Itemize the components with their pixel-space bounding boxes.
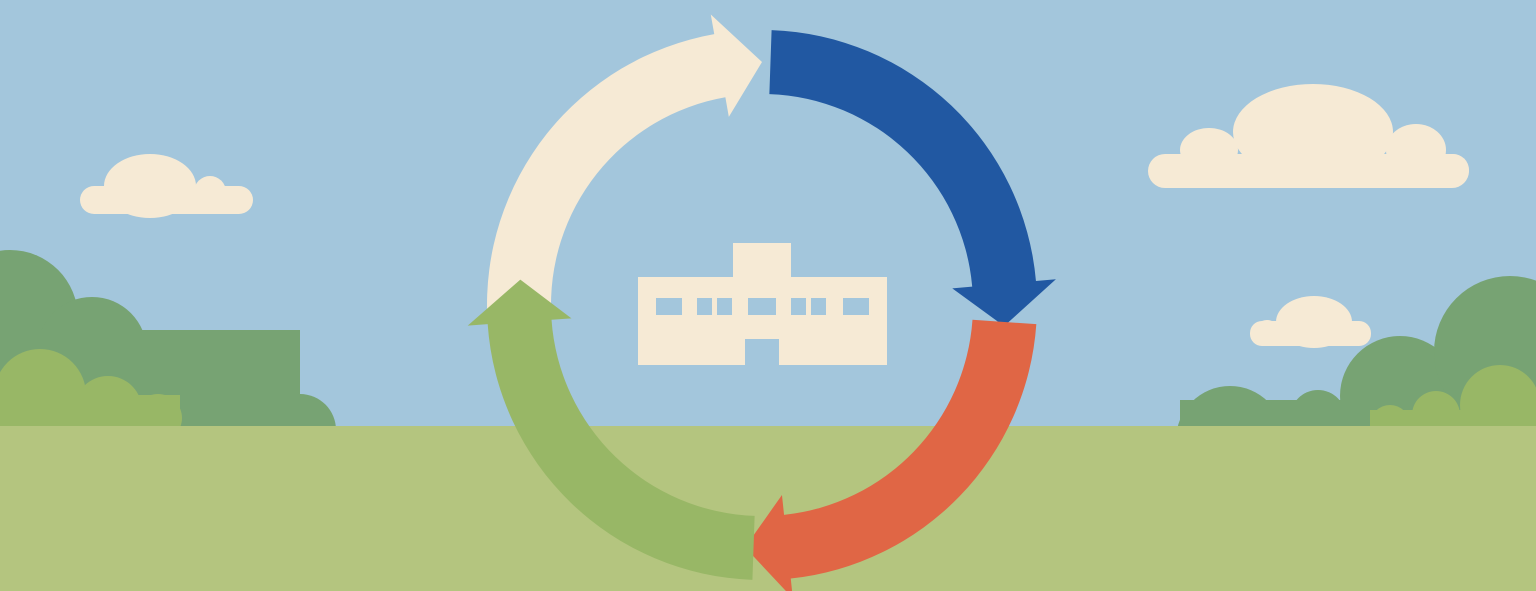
- building-window: [748, 298, 776, 315]
- arrow-top-right: [769, 30, 1056, 327]
- building-window: [791, 298, 806, 315]
- building-window: [811, 298, 826, 315]
- building-window: [656, 298, 682, 315]
- cloud-right-large: [1148, 84, 1469, 188]
- building-door: [745, 339, 779, 365]
- bush-left-front: [0, 349, 182, 444]
- clouds: [80, 84, 1469, 348]
- arrow-bottom-right: [745, 319, 1037, 591]
- cloud-left: [80, 154, 253, 218]
- building-window: [843, 298, 869, 315]
- cloud-right-small: [1250, 296, 1371, 348]
- building-window: [697, 298, 712, 315]
- circular-arrows-icon: [467, 14, 1056, 591]
- arrow-top-left: [487, 14, 762, 320]
- building-window: [717, 298, 732, 315]
- school-building-icon: [638, 243, 887, 365]
- arrow-bottom-left: [467, 279, 755, 580]
